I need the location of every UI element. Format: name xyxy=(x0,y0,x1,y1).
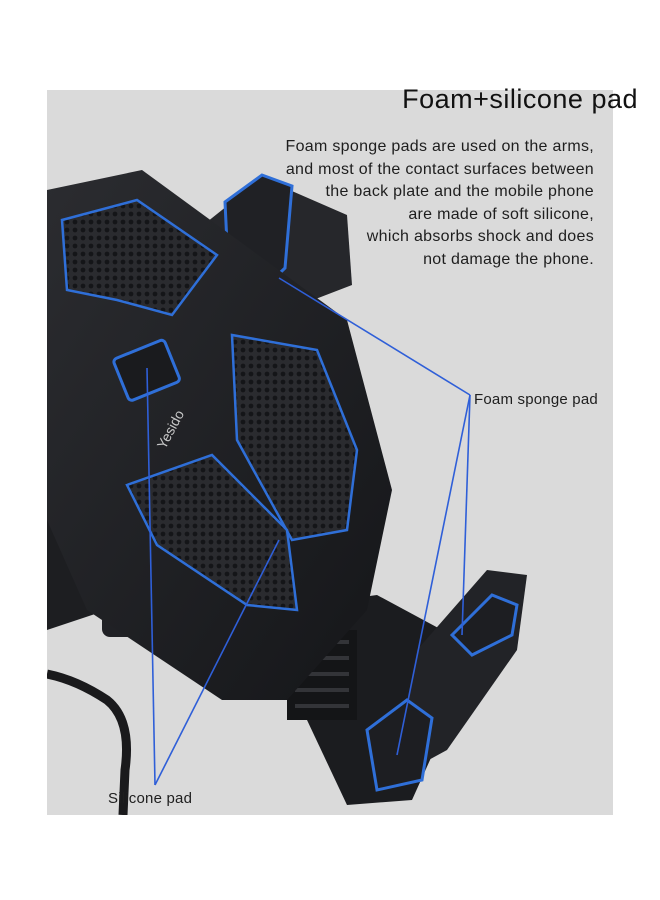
foam-pad-callout: Foam sponge pad xyxy=(474,391,598,408)
description-line: Foam sponge pads are used on the arms, xyxy=(285,138,594,155)
leader-lines xyxy=(146,277,471,786)
description-line: which absorbs shock and does xyxy=(366,228,594,246)
phone-holder-illustration: Yesido xyxy=(47,170,527,815)
silicone-pad-top xyxy=(60,198,219,317)
silicone-pad-right xyxy=(230,333,359,542)
lower-arm-foam xyxy=(449,593,519,657)
description: Foam sponge pads are used on the arms, a… xyxy=(214,136,594,272)
heading: Foam+silicone pad xyxy=(402,84,638,114)
silicone-pad-bottom xyxy=(125,453,299,612)
cable xyxy=(47,669,132,815)
silicone-pad-callout: Silicone pad xyxy=(108,790,193,807)
description-line: not damage the phone. xyxy=(423,250,594,268)
description-line: are made of soft silicone, xyxy=(408,205,594,223)
product-panel: Yesido xyxy=(47,90,613,815)
description-line: and most of the contact surfaces between xyxy=(285,160,594,178)
description-line: the back plate and the mobile phone xyxy=(325,183,594,201)
